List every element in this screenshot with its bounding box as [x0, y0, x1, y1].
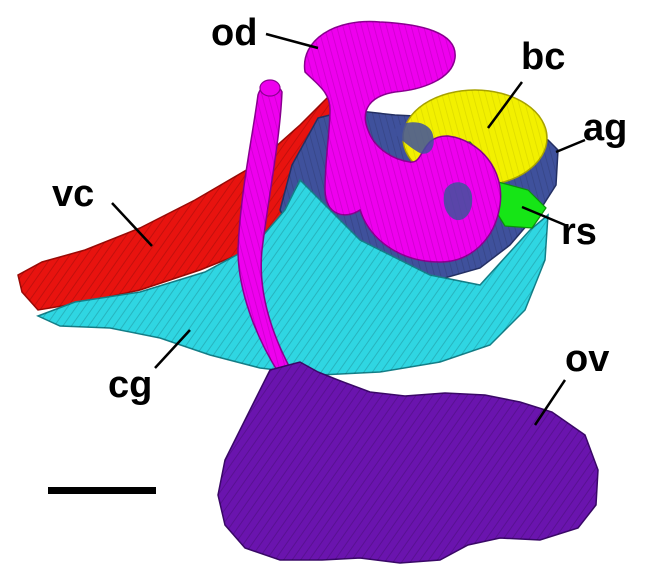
label-bc: bc [521, 38, 565, 76]
label-ov: ov [565, 340, 609, 378]
leader-od [266, 34, 318, 48]
scale-bar [48, 487, 156, 494]
label-vc: vc [52, 175, 94, 213]
label-cg: cg [108, 366, 152, 404]
structure-ov [218, 362, 598, 563]
leader-ag [556, 140, 585, 152]
label-ag: ag [583, 109, 627, 147]
label-rs: rs [561, 213, 597, 251]
label-od: od [211, 14, 257, 52]
